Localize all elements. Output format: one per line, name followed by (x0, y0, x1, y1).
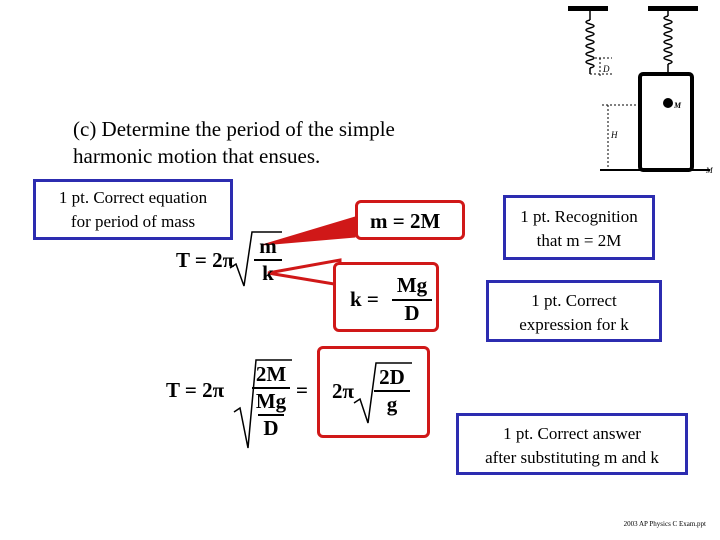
equation-period-lhs: T = 2π (176, 248, 235, 272)
highlight-answer: 2π 2D g (317, 346, 430, 438)
footer-source: 2003 AP Physics C Exam.ppt (623, 520, 706, 528)
equation-k-lhs: k = (350, 287, 379, 311)
rubric-mass-line-2: that m = 2M (536, 231, 622, 250)
rubric-period-line-2: for period of mass (70, 212, 196, 231)
equation-substituted-lhs: T = 2π (166, 378, 225, 402)
question-text: (c) Determine the period of the simple h… (73, 116, 493, 170)
rubric-answer-line-2: after substituting m and k (485, 448, 659, 467)
equation-equals: = (296, 378, 308, 402)
small-mass (663, 98, 673, 108)
label-D: D (602, 64, 610, 74)
left-ceiling (568, 6, 608, 11)
equation-mass: m = 2M (370, 209, 441, 233)
sqrt-sign-period (229, 231, 282, 287)
equation-k-fraction: Mg D (392, 273, 432, 326)
rubric-period-line-1: 1 pt. Correct equation (58, 188, 208, 207)
label-H: H (610, 130, 618, 140)
rubric-box-k: 1 pt. Correct expression for k (486, 280, 662, 342)
equation-answer-coef: 2π (332, 379, 355, 403)
equation-answer-num: 2D (379, 365, 405, 389)
rubric-box-period: 1 pt. Correct equation for period of mas… (33, 179, 233, 240)
equation-period-num: m (259, 234, 277, 258)
equation-answer-den: g (374, 390, 410, 417)
sqrt-sign-answer (353, 362, 412, 424)
highlight-mass: m = 2M (355, 200, 465, 240)
equation-k-den: D (392, 299, 432, 326)
spring-mass-diagram: D M M H (568, 6, 714, 175)
pointer-arrows (261, 216, 356, 287)
equation-substituted-fraction: 2M Mg D (252, 362, 290, 441)
rubric-mass-line-1: 1 pt. Recognition (520, 207, 638, 226)
equation-period-den: k (254, 259, 282, 286)
right-ceiling (648, 6, 698, 11)
rubric-k-line-1: 1 pt. Correct (531, 291, 617, 310)
equation-period-fraction: m k (254, 234, 282, 286)
equation-substituted-inner-num: Mg (252, 387, 290, 414)
rubric-k-line-2: expression for k (519, 315, 629, 334)
equation-answer-fraction: 2D g (374, 365, 410, 417)
equation-substituted-inner-den: D (258, 414, 284, 441)
right-spring (663, 15, 673, 65)
rubric-answer-line-1: 1 pt. Correct answer (503, 424, 641, 443)
label-m: M (673, 101, 682, 110)
equation-k-num: Mg (396, 273, 428, 297)
equation-substituted-num: 2M (255, 362, 287, 386)
highlight-k: k = Mg D (333, 262, 439, 332)
rubric-box-answer: 1 pt. Correct answer after substituting … (456, 413, 688, 475)
rubric-box-mass: 1 pt. Recognition that m = 2M (503, 195, 655, 260)
left-spring (585, 19, 595, 69)
sqrt-sign-substituted (233, 359, 292, 449)
box-mass-M (638, 72, 694, 172)
question-line-1: (c) Determine the period of the simple (73, 117, 395, 141)
question-line-2: harmonic motion that ensues. (73, 144, 321, 168)
